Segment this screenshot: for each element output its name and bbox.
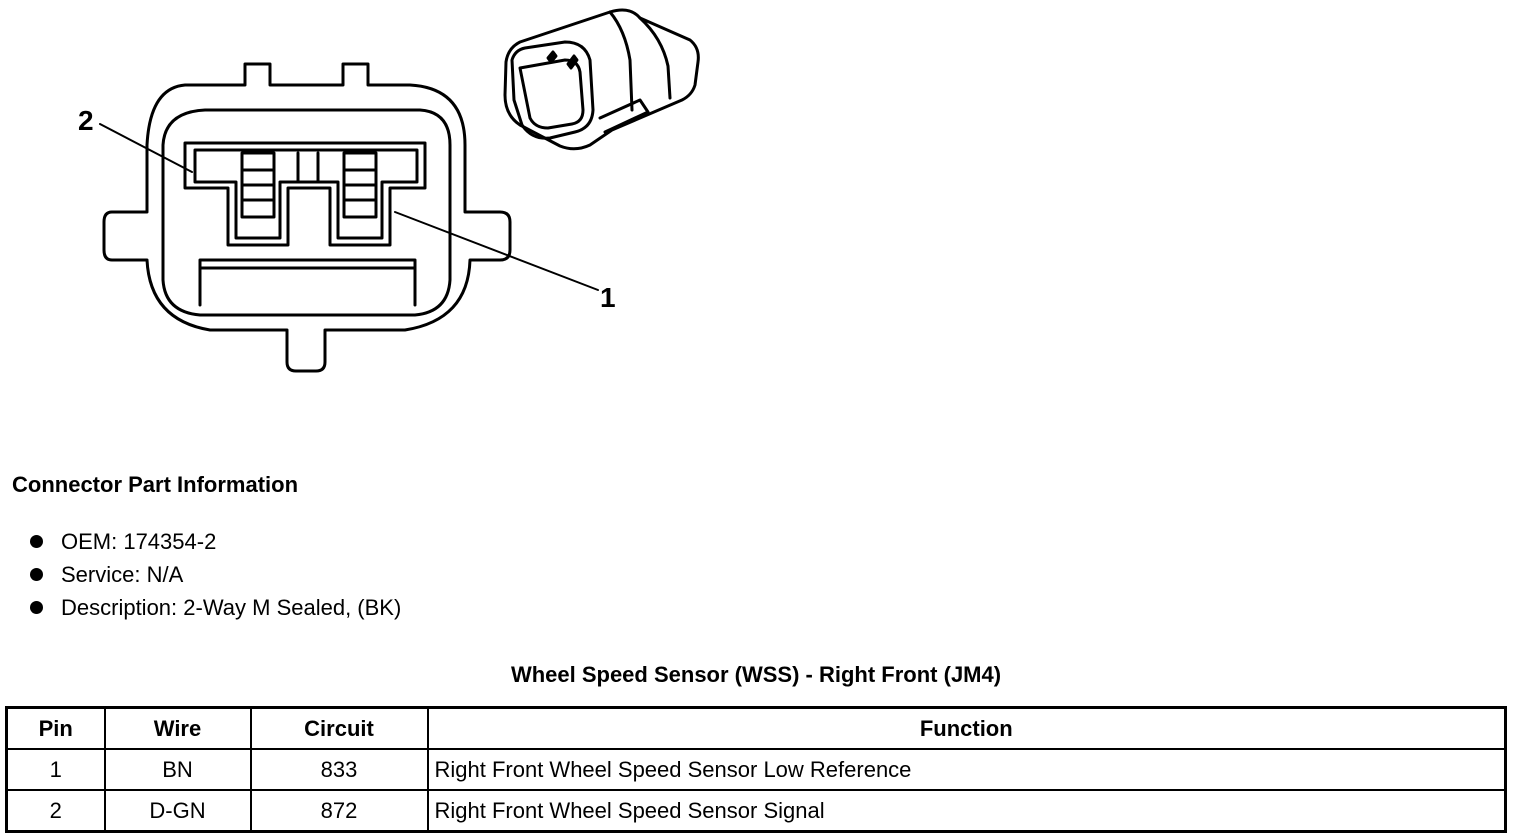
header-circuit: Circuit: [249, 706, 429, 750]
header-wire: Wire: [103, 706, 252, 750]
info-description: Description: 2-Way M Sealed, (BK): [61, 595, 402, 620]
connector-face-outline: [102, 62, 512, 373]
leader-line-1: [394, 211, 599, 291]
connector-3d-view: [503, 8, 700, 151]
cell-function: Right Front Wheel Speed Sensor Low Refer…: [426, 748, 1507, 791]
terminal-cavity: [183, 141, 427, 247]
cell-circuit: 872: [249, 789, 429, 833]
connector-diagram: 2 1: [78, 8, 700, 373]
callout-2: 2: [78, 105, 94, 136]
table-row: 2 D-GN 872 Right Front Wheel Speed Senso…: [5, 789, 1507, 833]
bullet-icon: [30, 601, 43, 614]
pin-table-title: Wheel Speed Sensor (WSS) - Right Front (…: [510, 662, 1002, 687]
header-pin: Pin: [5, 706, 106, 750]
cell-wire: D-GN: [103, 789, 252, 833]
cell-pin: 1: [5, 748, 106, 791]
connector-info-heading: Connector Part Information: [12, 472, 299, 497]
info-service: Service: N/A: [61, 562, 184, 587]
table-row: 1 BN 833 Right Front Wheel Speed Sensor …: [5, 748, 1507, 791]
list-item: OEM: 174354-2: [28, 525, 401, 558]
table-header-row: Pin Wire Circuit Function: [5, 706, 1507, 750]
callout-1: 1: [600, 282, 616, 313]
cell-wire: BN: [103, 748, 252, 791]
leader-line-2: [99, 123, 193, 173]
pin-table: Pin Wire Circuit Function 1 BN 833 Right…: [5, 706, 1507, 833]
cell-function: Right Front Wheel Speed Sensor Signal: [426, 789, 1507, 833]
connector-key: [198, 258, 417, 307]
header-function: Function: [426, 706, 1507, 750]
connector-info-list: OEM: 174354-2 Service: N/A Description: …: [28, 525, 401, 624]
cell-circuit: 833: [249, 748, 429, 791]
info-oem: OEM: 174354-2: [61, 529, 217, 554]
bullet-icon: [30, 535, 43, 548]
connector-inner-outline: [161, 108, 452, 317]
list-item: Service: N/A: [28, 558, 401, 591]
cell-pin: 2: [5, 789, 106, 833]
bullet-icon: [30, 568, 43, 581]
list-item: Description: 2-Way M Sealed, (BK): [28, 591, 401, 624]
